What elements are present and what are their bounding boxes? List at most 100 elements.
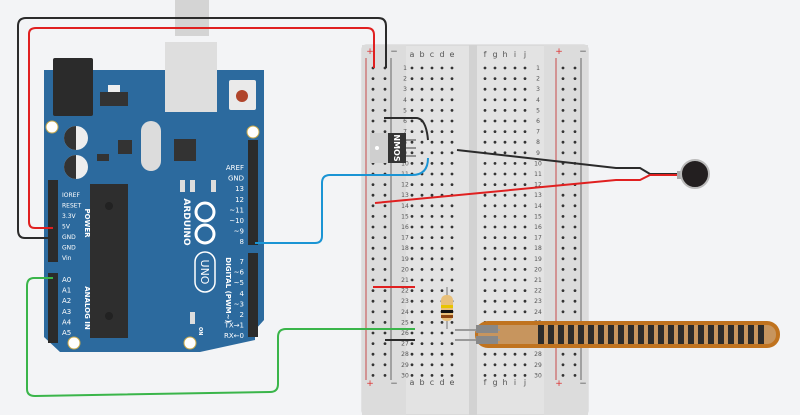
rail-hole[interactable] xyxy=(561,363,565,367)
breadboard-hole[interactable] xyxy=(410,363,414,367)
rail-hole[interactable] xyxy=(561,193,565,197)
rail-hole[interactable] xyxy=(573,225,577,229)
breadboard-hole[interactable] xyxy=(450,77,454,80)
breadboard-hole[interactable] xyxy=(440,172,444,176)
rail-hole[interactable] xyxy=(573,130,577,134)
breadboard-hole[interactable] xyxy=(430,183,434,187)
breadboard-hole[interactable] xyxy=(420,109,424,112)
breadboard-hole[interactable] xyxy=(440,204,444,208)
rail-hole[interactable] xyxy=(573,352,577,356)
breadboard-hole[interactable] xyxy=(430,352,434,356)
rail-hole[interactable] xyxy=(371,299,375,303)
breadboard-hole[interactable] xyxy=(493,140,497,144)
breadboard-hole[interactable] xyxy=(493,278,497,282)
breadboard-hole[interactable] xyxy=(513,183,517,187)
rail-hole[interactable] xyxy=(561,246,565,250)
breadboard-hole[interactable] xyxy=(430,342,434,345)
breadboard-hole[interactable] xyxy=(503,172,507,176)
rail-hole[interactable] xyxy=(573,66,577,70)
breadboard-hole[interactable] xyxy=(503,289,507,292)
rail-hole[interactable] xyxy=(371,321,375,324)
breadboard-hole[interactable] xyxy=(440,363,444,367)
breadboard-hole[interactable] xyxy=(523,257,527,261)
breadboard-hole[interactable] xyxy=(420,299,424,303)
breadboard-hole[interactable] xyxy=(513,162,517,165)
breadboard-hole[interactable] xyxy=(483,257,487,261)
reset-button-cap[interactable] xyxy=(236,90,248,102)
breadboard-hole[interactable] xyxy=(420,183,424,187)
breadboard-hole[interactable] xyxy=(410,352,414,356)
breadboard-hole[interactable] xyxy=(440,246,444,250)
breadboard-hole[interactable] xyxy=(503,363,507,367)
breadboard-hole[interactable] xyxy=(483,310,487,314)
rail-hole[interactable] xyxy=(371,225,375,229)
breadboard-hole[interactable] xyxy=(430,130,434,134)
rail-hole[interactable] xyxy=(573,236,577,240)
breadboard-hole[interactable] xyxy=(503,193,507,197)
breadboard-hole[interactable] xyxy=(523,310,527,314)
rail-hole[interactable] xyxy=(561,204,565,208)
rail-hole[interactable] xyxy=(561,87,565,91)
breadboard-hole[interactable] xyxy=(503,109,507,112)
breadboard-hole[interactable] xyxy=(430,140,434,144)
rail-hole[interactable] xyxy=(573,151,577,155)
breadboard-hole[interactable] xyxy=(503,299,507,303)
breadboard-hole[interactable] xyxy=(483,204,487,208)
breadboard-hole[interactable] xyxy=(440,215,444,218)
breadboard-hole[interactable] xyxy=(440,321,444,324)
rail-hole[interactable] xyxy=(573,268,577,271)
breadboard-hole[interactable] xyxy=(420,310,424,314)
breadboard-hole[interactable] xyxy=(430,109,434,112)
breadboard-hole[interactable] xyxy=(410,215,414,218)
breadboard-hole[interactable] xyxy=(450,363,454,367)
breadboard-hole[interactable] xyxy=(513,193,517,197)
breadboard-hole[interactable] xyxy=(523,352,527,356)
breadboard-hole[interactable] xyxy=(410,119,414,123)
breadboard-hole[interactable] xyxy=(430,66,434,70)
breadboard-hole[interactable] xyxy=(450,130,454,134)
rail-hole[interactable] xyxy=(561,268,565,271)
breadboard-hole[interactable] xyxy=(483,183,487,187)
breadboard-hole[interactable] xyxy=(410,162,414,165)
rail-hole[interactable] xyxy=(573,257,577,261)
breadboard-hole[interactable] xyxy=(483,162,487,165)
breadboard-hole[interactable] xyxy=(430,299,434,303)
breadboard-hole[interactable] xyxy=(523,140,527,144)
breadboard-hole[interactable] xyxy=(483,130,487,134)
breadboard-hole[interactable] xyxy=(440,77,444,80)
breadboard-hole[interactable] xyxy=(523,119,527,123)
breadboard-hole[interactable] xyxy=(523,363,527,367)
rail-hole[interactable] xyxy=(561,257,565,261)
rail-hole[interactable] xyxy=(383,215,387,218)
breadboard-hole[interactable] xyxy=(450,119,454,123)
breadboard-hole[interactable] xyxy=(523,183,527,187)
rail-hole[interactable] xyxy=(561,140,565,144)
breadboard-hole[interactable] xyxy=(513,289,517,292)
breadboard-hole[interactable] xyxy=(440,87,444,91)
breadboard-hole[interactable] xyxy=(450,66,454,70)
breadboard-hole[interactable] xyxy=(410,140,414,144)
rail-hole[interactable] xyxy=(371,342,375,345)
breadboard-hole[interactable] xyxy=(410,246,414,250)
breadboard-hole[interactable] xyxy=(503,310,507,314)
breadboard-hole[interactable] xyxy=(430,321,434,324)
breadboard-hole[interactable] xyxy=(483,374,487,377)
rail-hole[interactable] xyxy=(573,215,577,218)
breadboard-hole[interactable] xyxy=(493,66,497,70)
breadboard-hole[interactable] xyxy=(430,246,434,250)
breadboard-hole[interactable] xyxy=(483,215,487,218)
breadboard-hole[interactable] xyxy=(493,236,497,240)
breadboard-hole[interactable] xyxy=(483,268,487,271)
rail-hole[interactable] xyxy=(561,151,565,155)
breadboard-hole[interactable] xyxy=(483,119,487,123)
rail-hole[interactable] xyxy=(383,109,387,112)
flex-sensor[interactable] xyxy=(455,321,780,348)
breadboard-hole[interactable] xyxy=(523,278,527,282)
rail-hole[interactable] xyxy=(371,310,375,314)
breadboard-hole[interactable] xyxy=(420,66,424,70)
breadboard-hole[interactable] xyxy=(410,183,414,187)
rail-hole[interactable] xyxy=(561,119,565,123)
rail-hole[interactable] xyxy=(371,109,375,112)
breadboard-hole[interactable] xyxy=(523,215,527,218)
rail-hole[interactable] xyxy=(561,98,565,102)
